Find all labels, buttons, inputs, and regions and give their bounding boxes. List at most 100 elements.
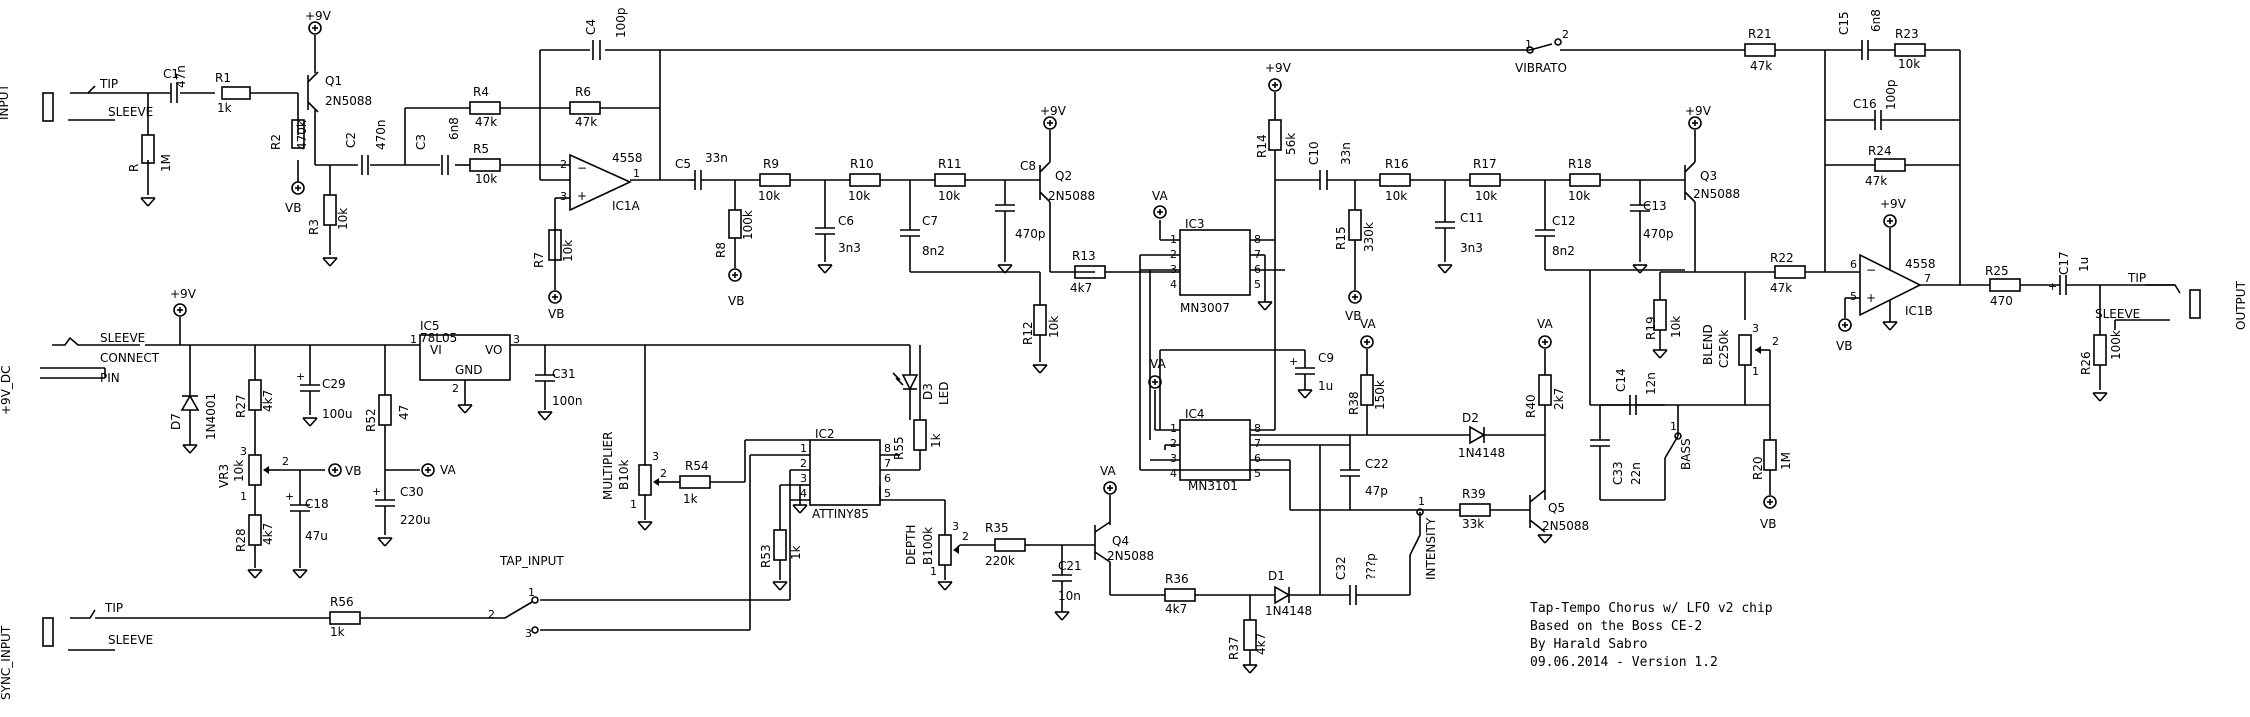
vb-label: VB	[285, 201, 301, 215]
svg-text:VI: VI	[430, 343, 442, 357]
svg-text:2: 2	[1772, 335, 1779, 348]
r9: R9 10k	[758, 157, 791, 203]
svg-text:3n3: 3n3	[1460, 241, 1483, 255]
svg-text:1k: 1k	[789, 545, 803, 560]
intensity-switch[interactable]: 1 INTENSITY	[1319, 445, 1438, 595]
svg-text:2N5088: 2N5088	[1693, 187, 1740, 201]
svg-text:1N4148: 1N4148	[1265, 604, 1312, 618]
svg-text:???p: ???p	[1364, 553, 1378, 580]
c29: + C29 100u	[296, 345, 353, 427]
svg-text:5: 5	[1254, 467, 1261, 480]
svg-text:R53: R53	[759, 544, 773, 568]
svg-text:R6: R6	[575, 85, 591, 99]
svg-text:IC1A: IC1A	[612, 199, 641, 213]
bass-switch[interactable]: 1 BASS	[1664, 405, 1693, 500]
r15: VB R15 330k	[1334, 180, 1376, 323]
svg-text:1: 1	[800, 442, 807, 455]
svg-text:IC5: IC5	[420, 319, 440, 333]
svg-text:LED: LED	[937, 381, 951, 405]
svg-text:B100k: B100k	[921, 527, 935, 565]
tap-input-switch[interactable]: TAP_INPUT 1 2 3	[488, 545, 791, 640]
svg-text:SLEEVE: SLEEVE	[2095, 307, 2140, 321]
c17: + C17 1u	[2048, 251, 2100, 295]
svg-text:3: 3	[1170, 452, 1177, 465]
blend-pot[interactable]: 3 1 2 BLEND C250k	[1701, 322, 1779, 405]
svg-text:2N5088: 2N5088	[325, 94, 372, 108]
r14: +9V R14 56k	[1255, 61, 1298, 240]
svg-text:3: 3	[800, 472, 807, 485]
svg-text:SLEEVE: SLEEVE	[100, 331, 145, 345]
svg-text:3: 3	[560, 190, 567, 203]
svg-text:R40: R40	[1524, 394, 1538, 418]
svg-text:R38: R38	[1347, 391, 1361, 415]
svg-text:100u: 100u	[322, 407, 353, 421]
svg-text:C1: C1	[163, 67, 179, 81]
svg-text:220k: 220k	[985, 554, 1015, 568]
vr3-trimmer[interactable]: VB 3 1 2 VR3 10k	[217, 445, 361, 503]
input-tip-label: TIP	[99, 77, 118, 91]
svg-text:VA: VA	[1537, 317, 1553, 331]
svg-text:1k: 1k	[683, 492, 698, 506]
r38: VA R38 150k	[1347, 317, 1387, 435]
svg-text:1: 1	[930, 565, 937, 578]
svg-text:2: 2	[800, 457, 807, 470]
q2-transistor: +9V Q2 2N5088	[1039, 104, 1095, 273]
c14: C14 12n	[1590, 368, 1665, 415]
svg-text:1: 1	[1752, 365, 1759, 378]
svg-text:10k: 10k	[848, 189, 870, 203]
svg-text:ATTINY85: ATTINY85	[812, 507, 869, 521]
c21: C21 10n	[1052, 545, 1082, 621]
svg-text:OUTPUT: OUTPUT	[2234, 280, 2248, 330]
r24: R24 47k	[1825, 144, 1960, 188]
svg-text:+9V: +9V	[1265, 61, 1292, 75]
sync-jack: TIP SLEEVE SYNC_INPUT	[0, 601, 153, 700]
svg-text:R3: R3	[307, 219, 321, 235]
ic4-clock: IC4 MN3101 1 2 3 4 5 6 7 8 VA	[1148, 357, 1350, 493]
r2: R2 470k	[269, 119, 309, 150]
d1-diode: D1 1N4148	[1250, 569, 1320, 618]
svg-text:C33: C33	[1611, 461, 1625, 485]
svg-text:R16: R16	[1385, 157, 1409, 171]
svg-text:33n: 33n	[1339, 142, 1353, 165]
c30: + C30 220u	[372, 470, 431, 547]
svg-text:1k: 1k	[330, 625, 345, 639]
svg-text:C2: C2	[344, 132, 358, 148]
r16: R16 10k	[1379, 157, 1411, 203]
svg-text:R56: R56	[330, 595, 354, 609]
svg-text:100k: 100k	[2109, 330, 2123, 360]
r52: VA R52 47	[364, 345, 456, 477]
svg-text:1: 1	[633, 167, 640, 180]
svg-text:6: 6	[1254, 452, 1261, 465]
c4: C4 100p	[584, 7, 628, 60]
r17: R17 10k	[1469, 157, 1501, 203]
r12: R12 10k	[1021, 272, 1061, 374]
svg-text:R22: R22	[1770, 251, 1794, 265]
r54: R54 1k	[665, 439, 810, 506]
depth-pot[interactable]: 3 1 2 DEPTH B100k	[904, 500, 969, 591]
c32: C32 ???p	[1320, 553, 1410, 605]
svg-text:+9V: +9V	[1685, 104, 1712, 118]
svg-text:C14: C14	[1614, 368, 1628, 392]
svg-text:R35: R35	[985, 521, 1009, 535]
r6: R6 47k	[569, 85, 601, 129]
svg-text:R15: R15	[1334, 226, 1348, 250]
svg-text:C29: C29	[322, 377, 346, 391]
svg-text:R24: R24	[1868, 144, 1892, 158]
svg-text:VA: VA	[1360, 317, 1376, 331]
svg-text:IC2: IC2	[815, 427, 835, 441]
svg-text:1N4001: 1N4001	[204, 393, 218, 440]
r56: R56 1k	[95, 595, 505, 639]
svg-text:3n3: 3n3	[838, 241, 861, 255]
multiplier-pot[interactable]: 3 1 2 MULTIPLIER B10k	[601, 345, 667, 531]
c18: + C18 47u	[285, 490, 329, 579]
svg-text:SLEEVE: SLEEVE	[108, 633, 153, 647]
r-1m: R 1M	[127, 134, 173, 172]
svg-text:R25: R25	[1985, 264, 2009, 278]
c8: C8 470p	[995, 159, 1046, 274]
svg-text:VB: VB	[1760, 517, 1776, 531]
svg-text:8n2: 8n2	[922, 244, 945, 258]
svg-text:C30: C30	[400, 485, 424, 499]
svg-text:C32: C32	[1334, 556, 1348, 580]
svg-text:1: 1	[1670, 420, 1677, 433]
